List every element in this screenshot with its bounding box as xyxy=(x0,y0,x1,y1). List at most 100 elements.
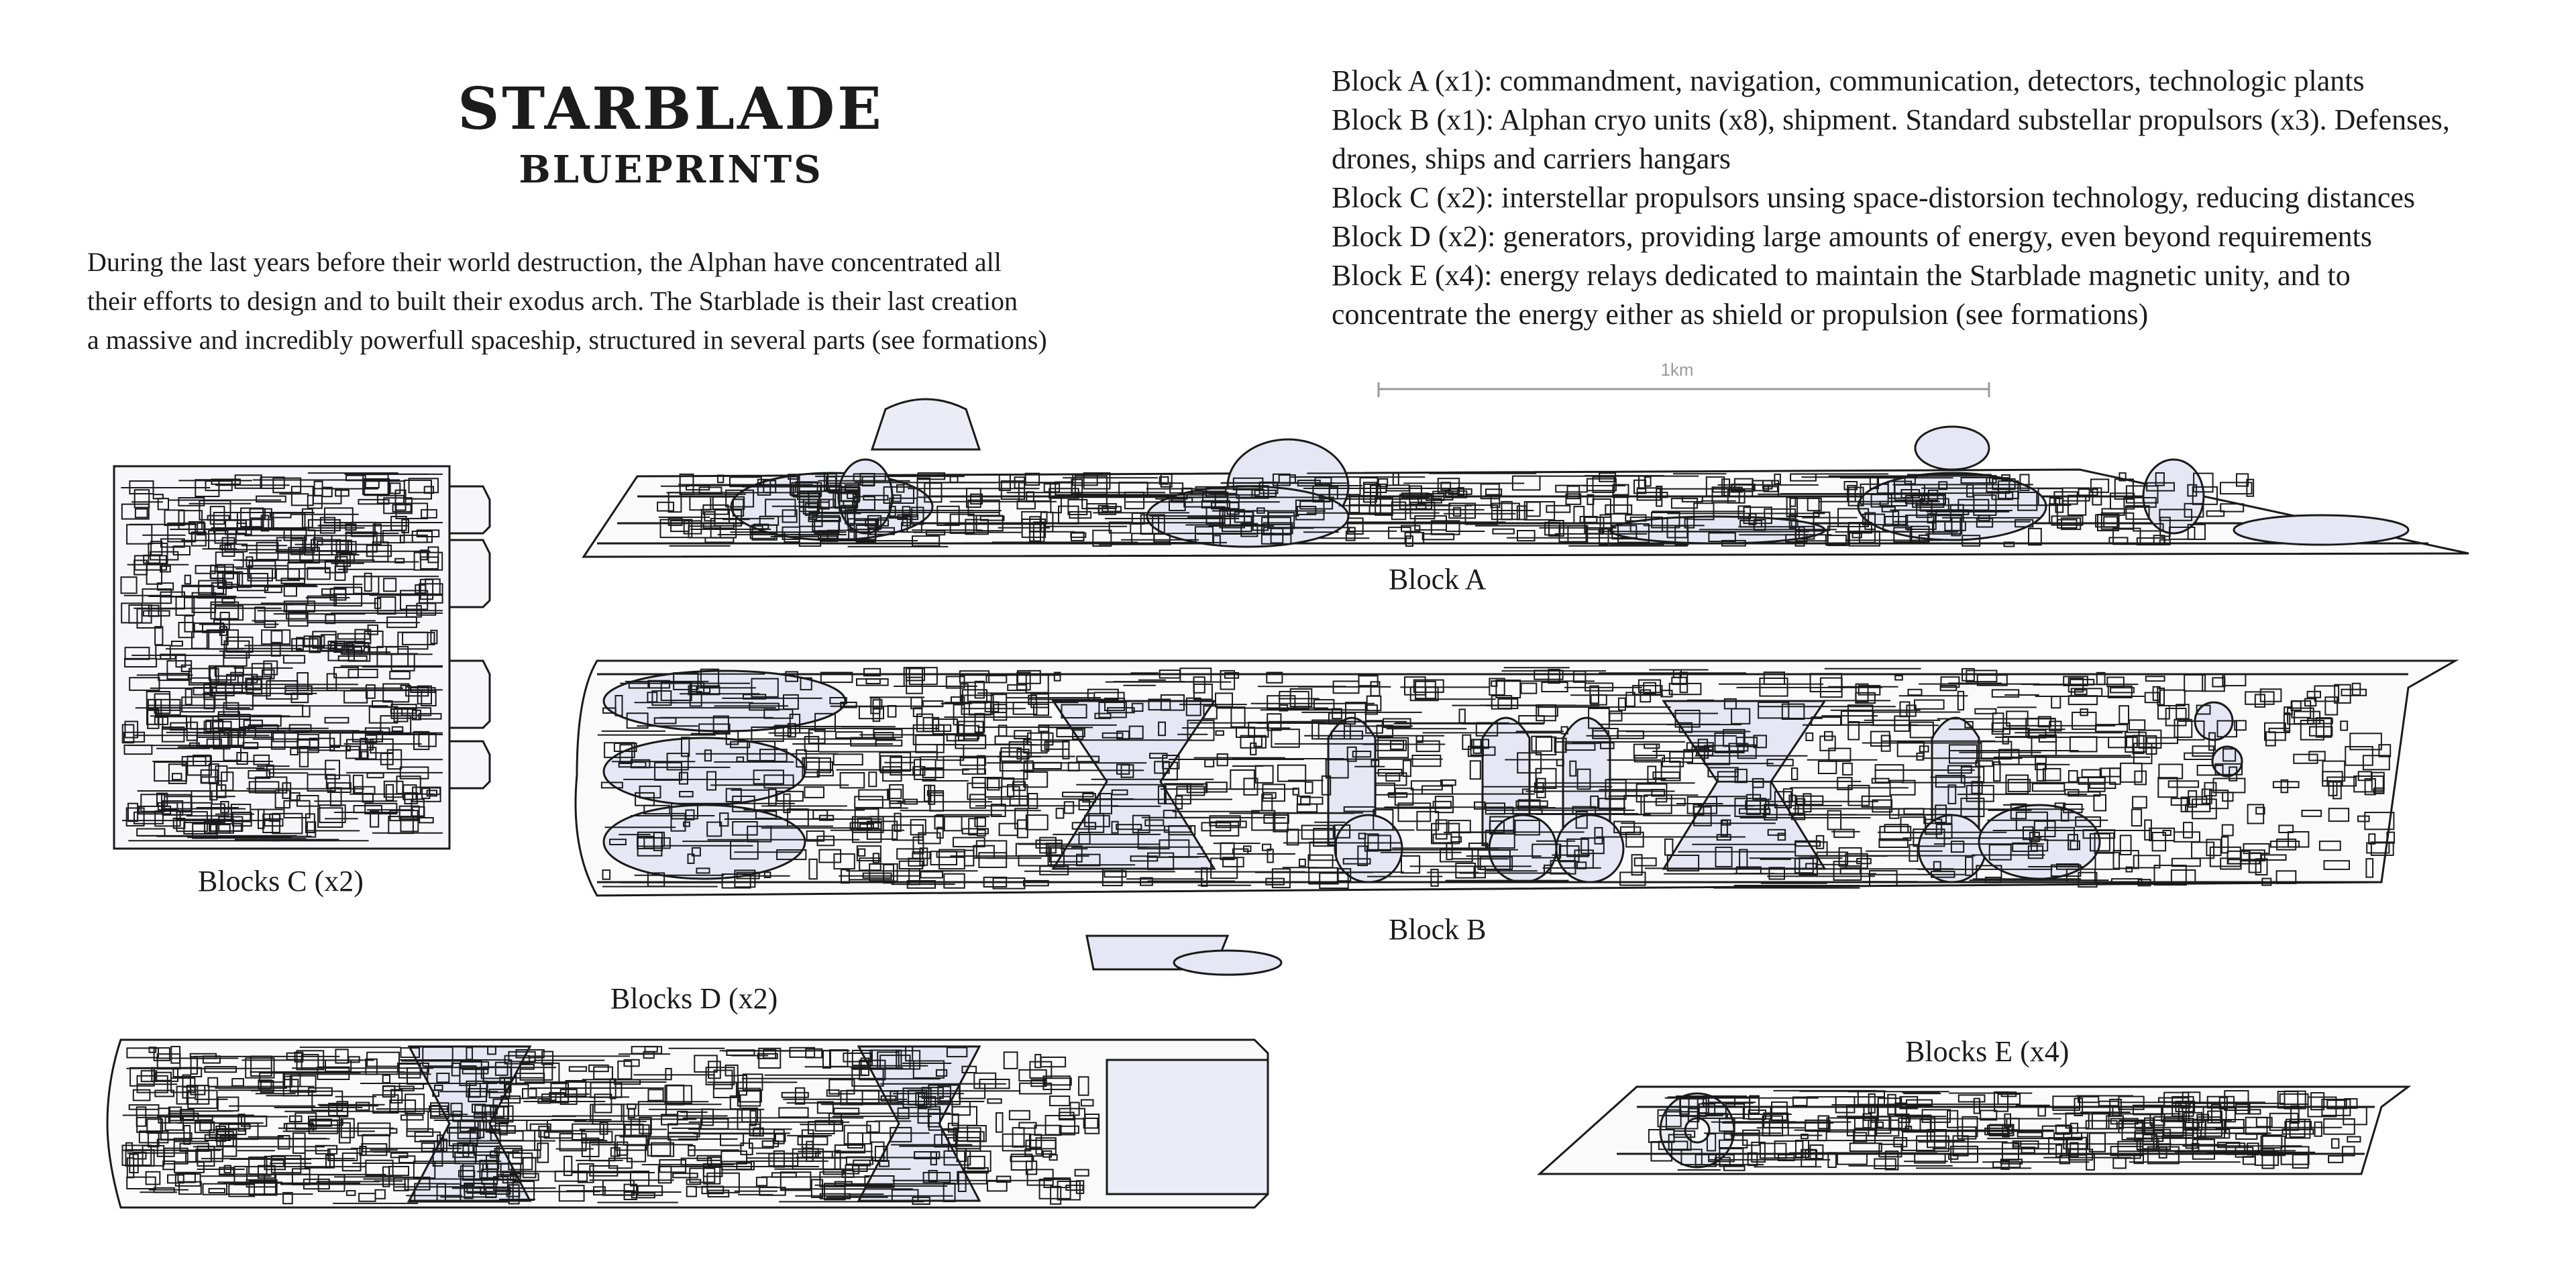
hull-detail xyxy=(1056,728,1085,738)
hull-detail xyxy=(1416,810,1440,831)
hull-detail xyxy=(1795,1140,1809,1159)
hull-detail xyxy=(1023,739,1048,754)
hull-detail xyxy=(619,744,633,764)
hull-detail xyxy=(1049,1154,1058,1161)
hull-detail xyxy=(287,562,306,580)
hull-detail xyxy=(156,582,174,591)
hull-detail xyxy=(2119,835,2132,855)
hull-detail xyxy=(192,823,218,839)
block-legend: Block A (x1): commandment, navigation, c… xyxy=(1332,62,2566,334)
hull-detail xyxy=(1660,761,1681,782)
hull-detail xyxy=(208,1187,225,1193)
hull-detail xyxy=(2222,673,2247,687)
hull-detail xyxy=(1027,793,1038,809)
hull-detail xyxy=(1010,1153,1033,1171)
hull-detail xyxy=(889,497,918,518)
hull-detail xyxy=(217,582,233,590)
hull-detail xyxy=(873,729,903,739)
hull-detail xyxy=(248,1180,278,1196)
hull-detail xyxy=(1462,734,1472,750)
hull-detail xyxy=(178,1181,202,1195)
hull-detail xyxy=(2187,484,2198,497)
hull-detail xyxy=(1914,1153,1946,1164)
hull-detail xyxy=(334,643,354,650)
hull-detail xyxy=(1470,739,1490,749)
hull-detail xyxy=(626,712,649,729)
hull-detail xyxy=(2192,486,2218,505)
hull-detail xyxy=(1411,755,1442,767)
hull-detail xyxy=(309,636,321,653)
hull-detail xyxy=(121,503,150,520)
hull-detail xyxy=(1617,697,1626,711)
hull-detail xyxy=(1965,856,1974,876)
hull-detail xyxy=(1074,1169,1089,1177)
hull-detail xyxy=(889,784,904,804)
hull-detail xyxy=(1991,689,2020,698)
hull-detail xyxy=(787,722,796,738)
hull-detail xyxy=(1566,838,1589,857)
hull-detail xyxy=(186,721,199,741)
hull-detail xyxy=(1485,829,1515,849)
hull-detail xyxy=(474,1104,498,1115)
hull-detail xyxy=(2272,781,2300,788)
hull-detail xyxy=(843,1124,871,1145)
hull-detail xyxy=(922,767,945,779)
hull-detail xyxy=(2145,676,2165,682)
hull-detail xyxy=(154,1071,172,1081)
hull-detail xyxy=(1495,680,1521,698)
hull-detail xyxy=(214,605,244,621)
hull-detail xyxy=(400,1047,420,1059)
hull-detail xyxy=(129,677,160,691)
hull-detail xyxy=(2132,735,2145,755)
hull-detail xyxy=(957,1171,987,1185)
hull-detail xyxy=(272,812,303,835)
hull-detail xyxy=(133,489,150,508)
hull-detail xyxy=(354,629,372,645)
hull-detail xyxy=(1159,476,1169,485)
hull-detail xyxy=(1638,679,1662,694)
hull-detail xyxy=(1039,865,1069,875)
hull-detail xyxy=(254,606,266,623)
hull-detail xyxy=(2043,767,2061,782)
hull-detail xyxy=(2292,1154,2309,1169)
hull-detail xyxy=(2001,1142,2020,1161)
hull-detail xyxy=(1719,1139,1748,1148)
hull-detail xyxy=(1777,833,1786,841)
hull-detail xyxy=(2183,822,2193,839)
hull-detail xyxy=(725,489,755,508)
hull-detail xyxy=(1854,1132,1868,1142)
hull-detail xyxy=(1299,500,1334,510)
hull-detail xyxy=(146,1118,164,1134)
hull-detail xyxy=(1842,762,1853,775)
hull-detail xyxy=(400,1114,424,1121)
hull-detail xyxy=(1674,710,1701,728)
hull-detail xyxy=(225,674,258,684)
hull-detail xyxy=(2193,472,2214,493)
hull-detail xyxy=(2192,745,2214,757)
hull-detail xyxy=(2155,472,2165,486)
hull-detail xyxy=(216,564,234,574)
hull-detail xyxy=(419,549,428,561)
hull-detail xyxy=(1271,729,1300,748)
block-a-label: Block A xyxy=(1389,563,1487,596)
hull-detail xyxy=(1262,784,1286,802)
hull-detail xyxy=(916,713,934,733)
hull-detail xyxy=(2322,760,2346,782)
hull-detail xyxy=(999,751,1028,772)
hull-detail xyxy=(1962,535,1981,547)
hull-detail xyxy=(868,771,877,788)
hull-detail xyxy=(721,873,751,889)
block-b-blueprint xyxy=(574,659,2459,976)
hull-detail xyxy=(702,522,735,529)
hull-detail xyxy=(1016,749,1030,760)
hull-detail xyxy=(2234,720,2247,731)
hull-detail xyxy=(1160,474,1173,488)
hull-detail xyxy=(2184,1122,2200,1130)
hull-detail xyxy=(1948,744,1978,764)
hull-detail xyxy=(367,624,379,635)
hull-detail xyxy=(1803,793,1812,813)
hull-detail xyxy=(1660,690,1673,698)
hull-detail xyxy=(508,1184,520,1205)
hull-detail xyxy=(2157,704,2170,720)
hull-detail xyxy=(370,810,380,828)
